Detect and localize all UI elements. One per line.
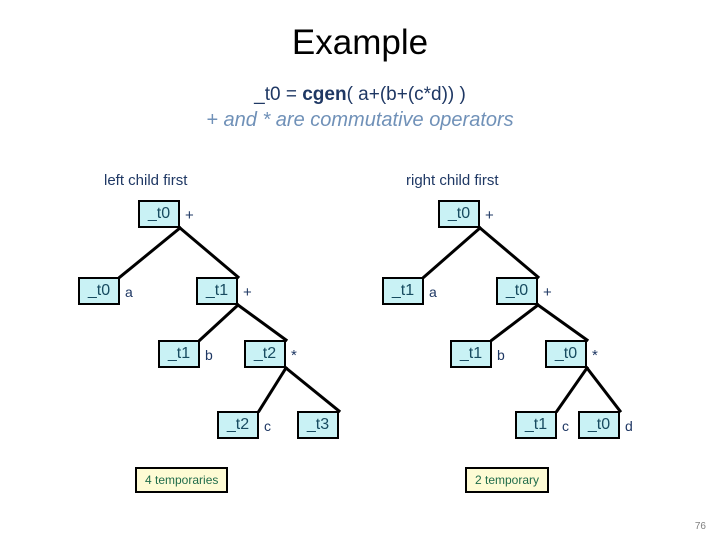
left-tree-node-label: c [264,418,271,434]
node-temp-name: _t1 [391,282,415,299]
node-temp-name: _t1 [459,345,483,362]
right-tree-node-label: * [592,347,598,364]
right-tree-node[interactable]: _t0 [438,200,480,228]
left-tree-edge [177,225,241,280]
left-tree-edge [117,225,183,280]
left-tree-node[interactable]: _t2 [244,340,286,368]
left-tree-edge [283,365,342,414]
right-tree-heading: right child first [406,172,499,189]
node-temp-name: _t0 [87,282,111,299]
page-number: 76 [694,521,706,532]
node-temp-name: _t0 [554,345,578,362]
left-tree-node[interactable]: _t0 [78,277,120,305]
right-tree-node[interactable]: _t0 [545,340,587,368]
node-temp-name: _t1 [167,345,191,362]
left-tree-node-label: b [205,347,213,363]
node-temp-name: _t0 [147,205,171,222]
right-tree-node-label: + [485,207,494,224]
node-temp-name: _t3 [306,416,330,433]
left-tree-node[interactable]: _t1 [158,340,200,368]
subtitle-suffix: ( a+(b+(c*d)) ) [346,84,466,105]
right-tree-node-label: a [429,284,437,300]
right-tree-node[interactable]: _t1 [382,277,424,305]
right-tree-temporaries-callout: 2 temporary [465,467,550,493]
right-tree-node-label: d [625,418,633,434]
right-tree-edge [554,365,590,414]
node-temp-name: _t1 [205,282,229,299]
left-tree-node-label: a [125,284,133,300]
right-tree-edge [421,225,483,280]
left-tree-node-label: + [185,207,194,224]
right-tree-node-label: c [562,418,569,434]
left-tree-node-label: * [291,347,297,364]
node-temp-name: _t1 [524,416,548,433]
left-tree-edge [235,302,289,343]
node-temp-name: _t2 [226,416,250,433]
right-tree-edge [489,302,541,343]
page-title: Example [291,23,429,62]
node-temp-name: _t0 [447,205,471,222]
left-tree-edge [256,365,289,414]
left-tree-edge [197,302,241,343]
left-tree-node[interactable]: _t3 [297,411,339,439]
subtitle-prefix: _t0 = [254,84,303,105]
node-temp-name: _t0 [587,416,611,433]
left-tree-node[interactable]: _t0 [138,200,180,228]
right-tree-edge [584,365,623,414]
subtitle-note: + and * are commutative operators [206,109,514,131]
right-tree-node[interactable]: _t1 [515,411,557,439]
right-tree-node[interactable]: _t1 [450,340,492,368]
node-temp-name: _t2 [253,345,277,362]
subtitle-block: _t0 = cgen( a+(b+(c*d)) ) + and * are co… [0,82,720,134]
left-tree-node[interactable]: _t1 [196,277,238,305]
subtitle-expression: _t0 = cgen( a+(b+(c*d)) ) [0,82,720,107]
right-tree-node-label: + [543,284,552,301]
left-tree-temporaries-callout: 4 temporaries [135,467,229,493]
left-tree-node[interactable]: _t2 [217,411,259,439]
right-tree-edge [477,225,541,280]
left-tree-heading: left child first [104,172,188,189]
node-temp-name: _t0 [505,282,529,299]
left-tree-node-label: + [243,284,252,301]
right-tree-node[interactable]: _t0 [496,277,538,305]
subtitle-cgen-keyword: cgen [302,84,347,105]
right-tree-edge [535,302,590,343]
right-tree-node-label: b [497,347,505,363]
right-tree-node[interactable]: _t0 [578,411,620,439]
